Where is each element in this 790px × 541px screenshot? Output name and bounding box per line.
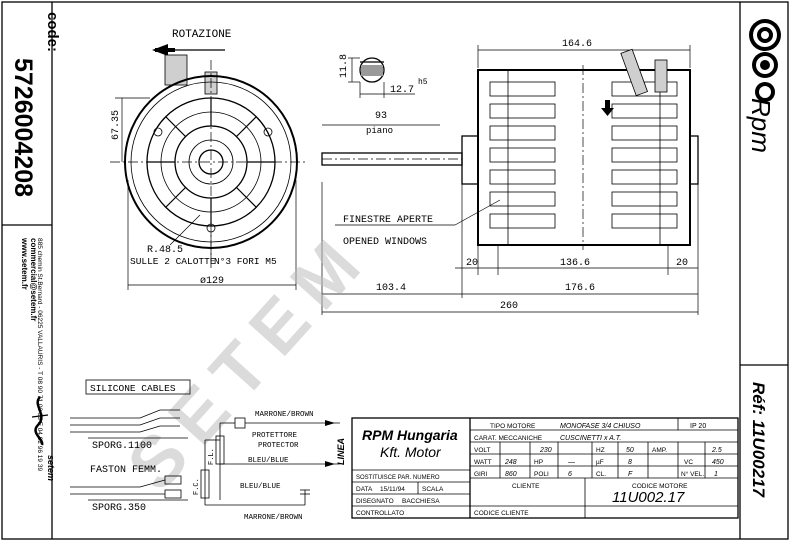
poli-label: POLI (534, 471, 549, 478)
fl-label: F.L. (208, 448, 216, 465)
windows-label-it: FINESTRE APERTE (343, 215, 433, 226)
date-value: 15/11/94 (380, 486, 405, 493)
dim-20-right: 20 (676, 258, 688, 269)
client-code-label: CODICE CLIENTE (474, 510, 529, 517)
volt-value: 230 (539, 447, 552, 454)
poli-value: 6 (568, 471, 572, 478)
hz-label: HZ (596, 447, 605, 454)
supersedes-label: SOSTITUISCE PAR. NUMERO (356, 475, 440, 481)
cl-value: F (628, 471, 633, 478)
cable-exit (620, 48, 649, 97)
code-label: code: (44, 12, 61, 52)
checked-label: CONTROLLATO (356, 510, 404, 517)
uf-label: µF (596, 459, 604, 466)
volt-label: VOLT (474, 447, 491, 454)
silicone-cables: SILICONE CABLES (90, 383, 176, 394)
cl-label: CL. (596, 471, 606, 478)
dim-12-7: 12.7 (390, 85, 414, 96)
dim-136-6: 136.6 (560, 258, 590, 269)
vc-label: VC (684, 459, 693, 466)
ip-rating: IP 20 (690, 423, 706, 430)
dim-164-6: 164.6 (562, 39, 592, 50)
dim-67-35: 67.35 (111, 110, 122, 140)
hp-label: HP (534, 459, 543, 466)
cable-gland-left (164, 54, 188, 86)
right-strip: Rpm Réf: 11U00217 (739, 2, 788, 539)
mech-label: CARAT. MECCANICHE (474, 435, 543, 442)
side-view: 164.6 93 piano 20 136.6 20 (321, 39, 699, 315)
company-name-2: Kft. Motor (380, 444, 442, 460)
motor-type-value: MONOFASE 3/4 CHIUSO (560, 423, 641, 430)
faston: FASTON FEMM. (90, 465, 162, 476)
drawn-value: BACCHIESA (402, 498, 440, 505)
amp-label: AMP. (652, 447, 667, 454)
dim-11-8: 11.8 (339, 54, 350, 78)
setem-logo: setem (31, 396, 56, 481)
hz-value: 50 (626, 447, 634, 454)
rpm-logo (749, 19, 781, 102)
dim-20-left: 20 (466, 258, 478, 269)
dim-176-6: 176.6 (565, 283, 595, 294)
sporg-1100: SPORG.1100 (92, 441, 152, 452)
vc-value: 450 (712, 459, 724, 466)
linea-label: LINEA (336, 438, 346, 465)
left-strip: code: 5726004208 885 chemin St.Bernard -… (2, 2, 61, 539)
motor-code-label: CODICE MOTORE (632, 483, 688, 490)
vel-label: N° VEL. (681, 470, 704, 478)
flat-label: piano (366, 126, 393, 136)
dim-129: ø129 (200, 276, 224, 287)
windows-label-en: OPENED WINDOWS (343, 237, 427, 248)
company-email: commercial@setem.fr (29, 238, 38, 321)
front-view: ROTAZIONE 67.35 ø129 R.48.5 SULLE 2 CALO… (110, 29, 305, 290)
giri-value: 860 (505, 471, 517, 478)
date-label: DATA (356, 486, 373, 493)
amp-value: 2.5 (711, 447, 722, 454)
shaft-detail: 11.8 12.7 h5 (339, 54, 428, 98)
vel-value: 1 (714, 471, 718, 478)
fc-label: F.C. (193, 478, 201, 495)
wire-blue-1: BLEU/BLUE (248, 457, 289, 465)
mech-value: CUSCINETTI x A.T. (560, 435, 621, 442)
radius-note: R.48.5 (147, 245, 183, 256)
watt-value: 248 (504, 459, 517, 466)
dim-93: 93 (375, 111, 387, 122)
dim-103-4: 103.4 (376, 283, 406, 294)
reference-number: Réf: 11U00217 (749, 382, 768, 499)
holes-note: N°3 FORI M5 (214, 256, 277, 267)
company-web: www.setem.fr (20, 237, 29, 290)
dim-260: 260 (500, 301, 518, 312)
code-value: 5726004208 (9, 58, 37, 197)
hp-value: — (568, 459, 575, 466)
uf-value: 8 (628, 459, 632, 466)
tolerance-h5: h5 (418, 78, 428, 87)
drawn-label: DISEGNATO (356, 498, 394, 505)
brand-text: Rpm (746, 98, 776, 153)
motor-code: 11U002.17 (612, 489, 685, 506)
title-block: RPM Hungaria Kft. Motor SOSTITUISCE PAR.… (351, 417, 739, 519)
giri-label: GIRI (474, 471, 488, 478)
wire-protector-en: PROTECTOR (258, 442, 299, 450)
wiring-diagram: SILICONE CABLES SPORG.1100 FASTON FEMM. … (70, 379, 346, 522)
rotation-label: ROTAZIONE (172, 29, 232, 41)
sporg-350: SPORG.350 (92, 503, 146, 514)
wire-blue-2: BLEU/BLUE (240, 483, 281, 491)
svg-text:setem: setem (46, 455, 56, 481)
wire-brown: MARRONE/BROWN (255, 411, 314, 419)
company-name: RPM Hungaria (362, 427, 458, 443)
company-address: 885 chemin St.Bernard - 06225 VALLAURIS … (36, 238, 43, 471)
wire-protector-it: PROTETTORE (252, 432, 298, 440)
watt-label: WATT (474, 459, 492, 466)
wire-brown-2: MARRONE/BROWN (244, 514, 303, 522)
motor-type-label: TIPO MOTORE (490, 423, 536, 430)
scale-label: SCALA (422, 486, 444, 493)
caps-note: SULLE 2 CALOTTE (130, 256, 216, 267)
client-label: CLIENTE (512, 483, 540, 490)
